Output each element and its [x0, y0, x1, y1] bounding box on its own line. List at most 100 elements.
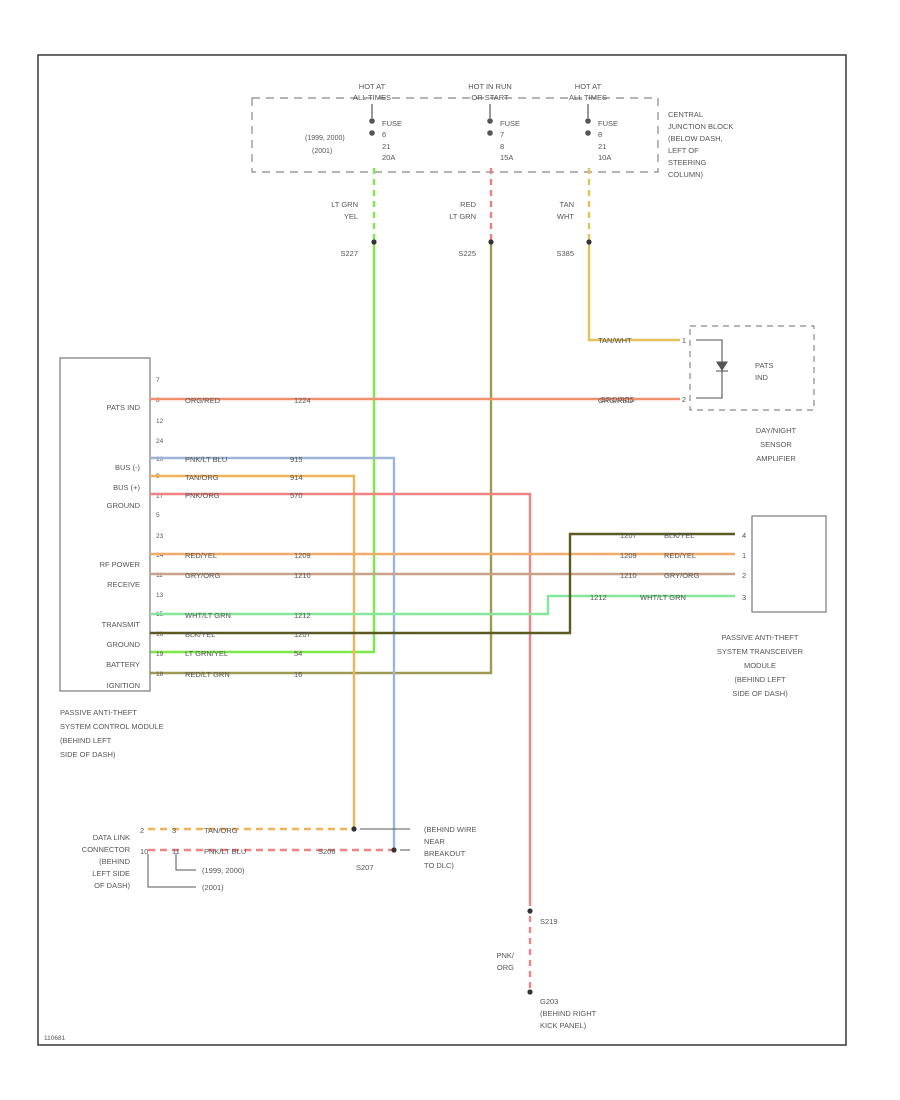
control-module-pin-numbers: 7 8 12 24 10 9 17 5 23 14 11 13 15 16 19…: [156, 377, 164, 678]
fuse-3-rating: 10A: [598, 153, 611, 162]
wire-red-lt-grn: [150, 242, 493, 675]
wire-wht-lt-grn: [150, 594, 735, 616]
feed-2-wire-line2: LT GRN: [449, 212, 476, 221]
ground-location-1: (BEHIND RIGHT: [540, 1009, 597, 1018]
fuse-1-cavity: 21: [382, 142, 390, 151]
junction-block-label-6: COLUMN): [668, 170, 704, 179]
ground-splice-s219: S219: [540, 917, 558, 926]
dlc-year-note-1: (1999, 2000): [202, 866, 245, 875]
label-54: 54: [294, 649, 302, 658]
transceiver-label-4: (BEHIND LEFT: [734, 675, 786, 684]
control-module-label-4: SIDE OF DASH): [60, 750, 116, 759]
feed-1-wire-line2: YEL: [344, 212, 358, 221]
tr-circuit-1207: 1207: [620, 531, 637, 540]
dlc-wire-pnk-lt-blu-label: PNK/LT BLU: [204, 847, 246, 856]
led-symbol: [696, 339, 728, 399]
feed-wires: [150, 168, 680, 675]
cm-pin-ignition: IGNITION: [107, 681, 140, 690]
cm-pin-num-8: 8: [156, 397, 160, 404]
cm-pin-rf-power: RF POWER: [100, 560, 141, 569]
splice-s225: S225: [458, 249, 476, 258]
label-wht-lt-grn: WHT/LT GRN: [185, 611, 231, 620]
cm-pin-num-16: 16: [156, 631, 164, 638]
cm-pin-num-12: 12: [156, 418, 164, 425]
tr-circuit-1210: 1210: [620, 571, 637, 580]
label-1210: 1210: [294, 571, 311, 580]
tr-circuit-1209: 1209: [620, 551, 637, 560]
fuse-symbols: [369, 104, 591, 136]
ground-labels: S219 PNK/ ORG G203 (BEHIND RIGHT KICK PA…: [496, 917, 596, 1030]
figure-id: 110681: [44, 1035, 66, 1042]
dlc-pin-c: 10: [140, 847, 148, 856]
label-914: 914: [290, 473, 303, 482]
label-org-red: ORG/RED: [185, 396, 221, 405]
splice-dots: [371, 239, 592, 245]
junction-block-label-2: JUNCTION BLOCK: [668, 122, 733, 131]
dlc-note-3: BREAKOUT: [424, 849, 466, 858]
diagram-frame: [37, 54, 847, 1046]
fuse-3-number: 8: [598, 130, 602, 139]
harness-wires: [150, 397, 735, 990]
tr-color-gry-org: GRY/ORG: [664, 571, 699, 580]
label-pnk-org: PNK/ORG: [185, 491, 220, 500]
fuse-2-hot-line2: OR START: [471, 93, 509, 102]
fuse-2-number: 7: [500, 130, 504, 139]
cm-pin-num-11: 11: [156, 572, 163, 579]
splice-s385: S385: [556, 249, 574, 258]
wire-blk-yel: [150, 532, 735, 635]
fuse-3-hot-line2: ALL TIMES: [569, 93, 607, 102]
pats-led-label-2: IND: [755, 373, 769, 382]
fuse-1-label: FUSE: [382, 119, 402, 128]
label-red-yel: RED/YEL: [185, 551, 217, 560]
wire-lt-grn-yel: [150, 242, 376, 654]
wire-pnk-org: [150, 492, 532, 906]
cm-pin-bus-pos: BUS (+): [113, 483, 140, 492]
label-570: 570: [290, 491, 303, 500]
label-1212: 1212: [294, 611, 311, 620]
dlc-dots: [351, 826, 533, 995]
control-module-label-1: PASSIVE ANTI-THEFT: [60, 708, 137, 717]
dlc-pin-a: 2: [140, 826, 144, 835]
dlc-splice-s207: S207: [356, 863, 374, 872]
tr-color-blk-yel: BLK/YEL: [664, 531, 694, 540]
pats-led-wire-top: TAN/WHT: [598, 336, 632, 345]
day-night-amplifier-outline: [689, 325, 815, 411]
cm-pin-num-23: 23: [156, 533, 164, 540]
cm-pin-num-5: 5: [156, 512, 160, 519]
year-notes: (1999, 2000) (2001): [305, 135, 345, 155]
transceiver-label: PASSIVE ANTI-THEFT SYSTEM TRANSCEIVER MO…: [717, 633, 804, 698]
transceiver-label-1: PASSIVE ANTI-THEFT: [722, 633, 799, 642]
tr-circuit-1212: 1212: [590, 593, 607, 602]
control-module-box: [59, 357, 151, 692]
dlc-pin-d: 11: [172, 847, 180, 856]
wire-tan-org: [150, 474, 356, 829]
year-note-2001: (2001): [312, 148, 332, 155]
day-night-label-2: SENSOR: [760, 440, 792, 449]
dlc-label-3: (BEHIND: [99, 857, 130, 866]
splice-s227: S227: [340, 249, 358, 258]
feed-3-wire-line2: WHT: [557, 212, 574, 221]
junction-block-label-5: STEERING: [668, 158, 707, 167]
label-tan-org: TAN/ORG: [185, 473, 219, 482]
cm-pin-num-17: 17: [156, 493, 164, 500]
junction-block-outline: [251, 97, 659, 173]
fuse-1-number: 6: [382, 130, 386, 139]
dlc-wire-tan-org-label: TAN/ORG: [204, 826, 238, 835]
junction-block-label-4: LEFT OF: [668, 146, 699, 155]
cm-pin-num-14: 14: [156, 552, 164, 559]
tr-pin-4: 4: [742, 531, 746, 540]
dlc-year-note-2: (2001): [202, 883, 224, 892]
dlc-note-2: NEAR: [424, 837, 445, 846]
tr-color-wht-lt-grn: WHT/LT GRN: [640, 593, 686, 602]
transceiver-box: [751, 515, 827, 613]
dlc-label-1: DATA LINK: [93, 833, 130, 842]
junction-block-label-1: CENTRAL: [668, 110, 703, 119]
cm-pin-num-24: 24: [156, 438, 164, 445]
junction-block-label: CENTRAL JUNCTION BLOCK (BELOW DASH, LEFT…: [668, 110, 733, 179]
transceiver-wire-labels: 1207 BLK/YEL 4 1209 RED/YEL 1 1210 GRY/O…: [590, 531, 746, 602]
cm-pin-num-19: 19: [156, 651, 164, 658]
label-16: 16: [294, 670, 302, 679]
tr-pin-2: 2: [742, 571, 746, 580]
cm-pin-transmit: TRANSMIT: [102, 620, 141, 629]
cm-pin-num-10: 10: [156, 456, 164, 463]
